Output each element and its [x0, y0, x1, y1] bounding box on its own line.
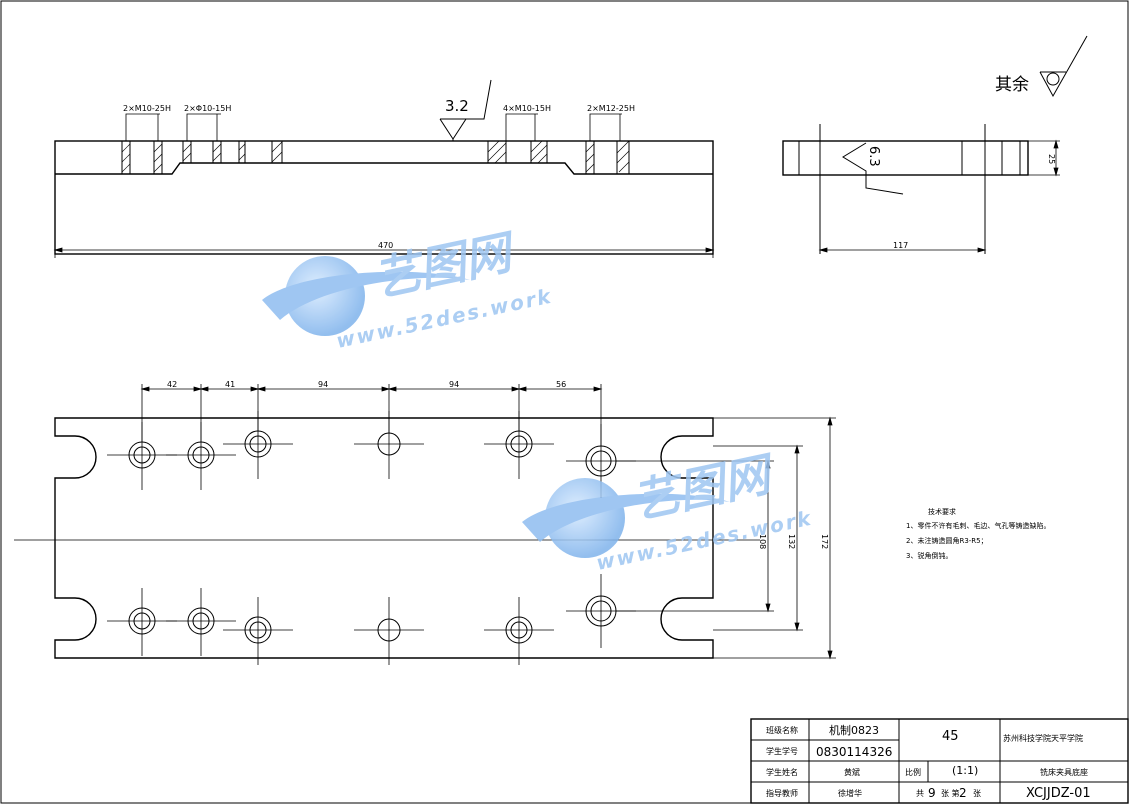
dim-94-a: 94: [318, 380, 328, 389]
callout-2xm12-25h: 2×M12-25H: [587, 104, 635, 113]
technical-requirements: 技术要求 1、零件不许有毛刺、毛边、气孔等铸造缺陷。 2、未注铸造圆角R3-R5…: [906, 507, 1050, 560]
front-view: 2×M10-25H 2×Φ10-15H 4×M10-15H 2×M12-25H …: [53, 79, 715, 258]
roughness-symbol-side: [842, 142, 904, 195]
dim-172: 172: [820, 534, 829, 549]
roughness-value-side: 6.3: [866, 146, 881, 167]
dim-132: 132: [787, 534, 796, 549]
sheet-value: 2: [959, 786, 967, 800]
school-name: 苏州科技学院天平学院: [1003, 733, 1083, 743]
tech-req-item-1: 1、零件不许有毛刺、毛边、气孔等铸造缺陷。: [906, 521, 1050, 530]
dim-42: 42: [167, 380, 177, 389]
hole: [354, 597, 424, 665]
front-view-hole-sections: [121, 140, 630, 175]
student-id-label: 学生学号: [766, 746, 798, 756]
tech-req-item-2: 2、未注铸造圆角R3-R5；: [906, 536, 988, 545]
watermark-url: www.52des.work: [334, 284, 555, 353]
dim-56: 56: [556, 380, 566, 389]
roughness-symbol-top: [439, 79, 492, 141]
remaining-roughness-label: 其余: [995, 75, 1029, 95]
plan-view-top-dimensions: [140, 384, 603, 446]
plan-view-right-dimensions: [616, 416, 836, 660]
class-label: 班级名称: [766, 725, 798, 735]
advisor-label: 指导教师: [766, 788, 798, 798]
front-view-callout-leaders: [125, 113, 622, 141]
scale-label: 比例: [905, 767, 921, 777]
watermark-top: 艺图网 www.52des.work: [262, 224, 555, 353]
front-view-length-dimension: [53, 247, 715, 258]
student-name-label: 学生姓名: [766, 767, 798, 777]
dim-41: 41: [225, 380, 235, 389]
side-view-outline: [782, 140, 1029, 176]
total-sheets-label: 共: [916, 789, 924, 798]
total-sheets-value: 9: [928, 786, 936, 800]
dim-108: 108: [758, 534, 767, 549]
plan-view: 42 41 94 94 56 108 132 172: [14, 380, 836, 665]
drawing-number: XCJJDZ-01: [1026, 786, 1091, 801]
callout-2xm10-25h: 2×M10-25H: [123, 104, 171, 113]
class-value: 机制0823: [829, 723, 879, 737]
sheet-suffix: 张: [973, 789, 981, 798]
callout-2xphi10-15h: 2×Φ10-15H: [184, 104, 231, 113]
part-name: 铣床夹具底座: [1040, 767, 1088, 777]
hole: [107, 588, 177, 656]
dim-94-b: 94: [449, 380, 459, 389]
swoosh-icon: [262, 271, 470, 320]
hole: [223, 597, 293, 665]
student-id-value: 0830114326: [816, 745, 892, 759]
student-name-value: 黄斌: [844, 767, 860, 777]
swoosh-icon: [522, 493, 730, 542]
watermark-middle: 艺图网 www.52des.work: [522, 446, 815, 575]
callout-4xm10-15h: 4×M10-15H: [503, 104, 551, 113]
advisor-value: 徐增华: [838, 788, 862, 798]
front-view-pocket: [55, 162, 713, 175]
tech-req-title: 技术要求: [928, 507, 956, 516]
hole: [166, 588, 236, 656]
title-block: 班级名称 机制0823 学生学号 0830114326 学生姓名 黄斌 指导教师…: [750, 718, 1129, 804]
sheet-label: 张 第: [941, 788, 960, 798]
side-view-height-dimension: [1028, 139, 1060, 177]
side-view: 6.3 117 25: [782, 124, 1060, 254]
roughness-value-top: 3.2: [445, 97, 469, 115]
material-value: 45: [942, 729, 959, 744]
dim-117: 117: [893, 241, 908, 250]
dim-25: 25: [1047, 154, 1056, 164]
tech-req-item-3: 3、锐角倒钝。: [906, 551, 952, 560]
dim-470: 470: [378, 241, 393, 250]
remaining-roughness: 其余: [995, 35, 1088, 98]
side-view-width-dimension: [818, 247, 987, 253]
front-view-outline: [54, 140, 714, 255]
hole: [484, 597, 554, 665]
scale-value: (1:1): [952, 764, 978, 777]
